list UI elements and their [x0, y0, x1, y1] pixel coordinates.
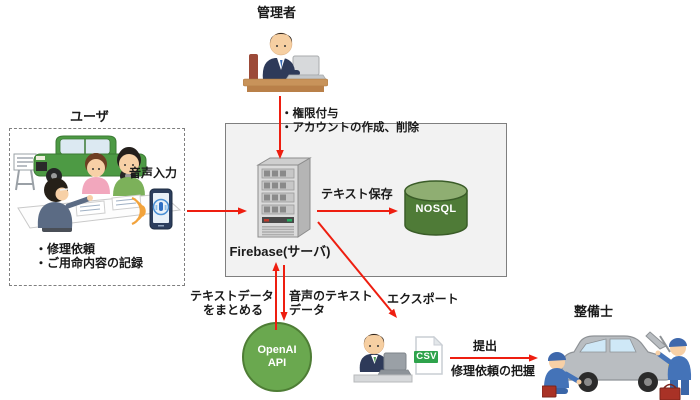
- database-cylinder-icon: [404, 180, 468, 236]
- customer-woman-icon: [82, 153, 110, 194]
- submit-label: 提出: [472, 339, 497, 353]
- user-notes: ・修理依頼 ・ご用命内容の記録: [35, 242, 143, 270]
- openai-label-line1: OpenAI: [257, 344, 297, 356]
- voice-text-label: 音声のテキスト データ: [289, 289, 373, 317]
- user-title: ユーザ: [70, 109, 109, 124]
- voice-text-line1: 音声のテキスト: [289, 289, 373, 303]
- server-drive-bays: [261, 168, 295, 215]
- voice-text-line2: データ: [289, 303, 326, 317]
- server-vents: [262, 226, 294, 236]
- toolbox-icon: [542, 383, 681, 400]
- openai-label-line2: API: [267, 357, 287, 369]
- admin-person-icon: [243, 32, 328, 92]
- mechanic-kneeling-icon: [544, 352, 582, 394]
- user-note-1: ・修理依頼: [35, 242, 96, 256]
- nosql-label: NOSQL: [415, 203, 457, 215]
- mechanic-standing-icon: [655, 338, 692, 395]
- csv-file-icon: [414, 336, 444, 375]
- server-tower-icon: [256, 157, 312, 238]
- salesperson-icon: [37, 178, 93, 232]
- arrow-csv-to-mechanic: [450, 354, 538, 362]
- text-save-label: テキスト保存: [321, 187, 393, 201]
- csv-file-label: CSV: [416, 351, 437, 362]
- openai-api-node: OpenAI API: [242, 322, 312, 392]
- collect-text-line2: をまとめる: [202, 303, 263, 317]
- export-label: エクスポート: [387, 292, 459, 306]
- admin-action-1: ・権限付与: [281, 108, 339, 120]
- voice-input-label: 音声入力: [129, 166, 178, 180]
- price-sign-icon: [13, 153, 37, 191]
- collect-text-label: テキストデータ をまとめる: [190, 289, 274, 317]
- admin-actions-note: ・権限付与 ・アカウントの作成、削除: [281, 107, 419, 135]
- laptop-person-icon: [353, 333, 413, 383]
- grasp-repair-label: 修理依頼の把握: [451, 364, 536, 378]
- mechanics-car-icon: [542, 331, 692, 400]
- user-note-2: ・ご用命内容の記録: [35, 256, 144, 270]
- smartphone-mic-icon: [131, 188, 173, 230]
- firebase-label: Firebase(サーバ): [229, 244, 331, 259]
- collect-text-line1: テキストデータ: [190, 289, 274, 303]
- customer-man-icon: [113, 147, 145, 196]
- admin-action-2: ・アカウントの作成、削除: [281, 122, 419, 134]
- mechanic-title: 整備士: [574, 304, 614, 319]
- voice-waves-icon: [131, 196, 146, 226]
- admin-title: 管理者: [257, 5, 297, 20]
